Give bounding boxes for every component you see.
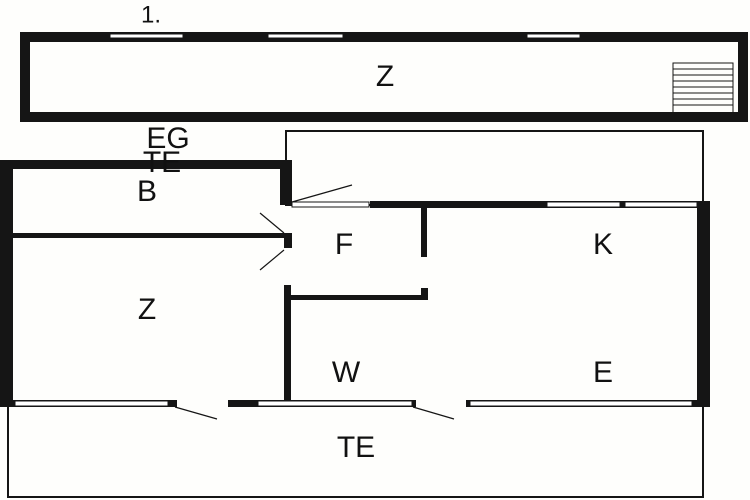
staircase: [672, 62, 734, 114]
ground-floor-plan: [0, 130, 710, 498]
upper-floor-walls: [20, 32, 748, 122]
upper-floor-plan: [20, 32, 748, 122]
level-label: EG: [146, 122, 189, 155]
floor-marker: 1.: [141, 1, 161, 28]
room-label-k: K: [593, 228, 613, 261]
room-label-z: Z: [138, 293, 156, 326]
room-label-e: E: [593, 356, 613, 389]
room-label-w: W: [332, 356, 361, 389]
door-openings: [177, 248, 466, 408]
window: [526, 33, 581, 39]
room-label-b: B: [137, 175, 157, 208]
level-sublabel: TE: [143, 146, 181, 179]
door-swings: [174, 184, 455, 420]
windows: [14, 201, 698, 407]
terrace-label: TE: [337, 431, 375, 464]
room-label-f: F: [335, 228, 353, 261]
room-label-upper-z: Z: [376, 60, 394, 93]
window: [109, 33, 184, 39]
annex-outline: [285, 130, 704, 206]
window: [267, 33, 344, 39]
